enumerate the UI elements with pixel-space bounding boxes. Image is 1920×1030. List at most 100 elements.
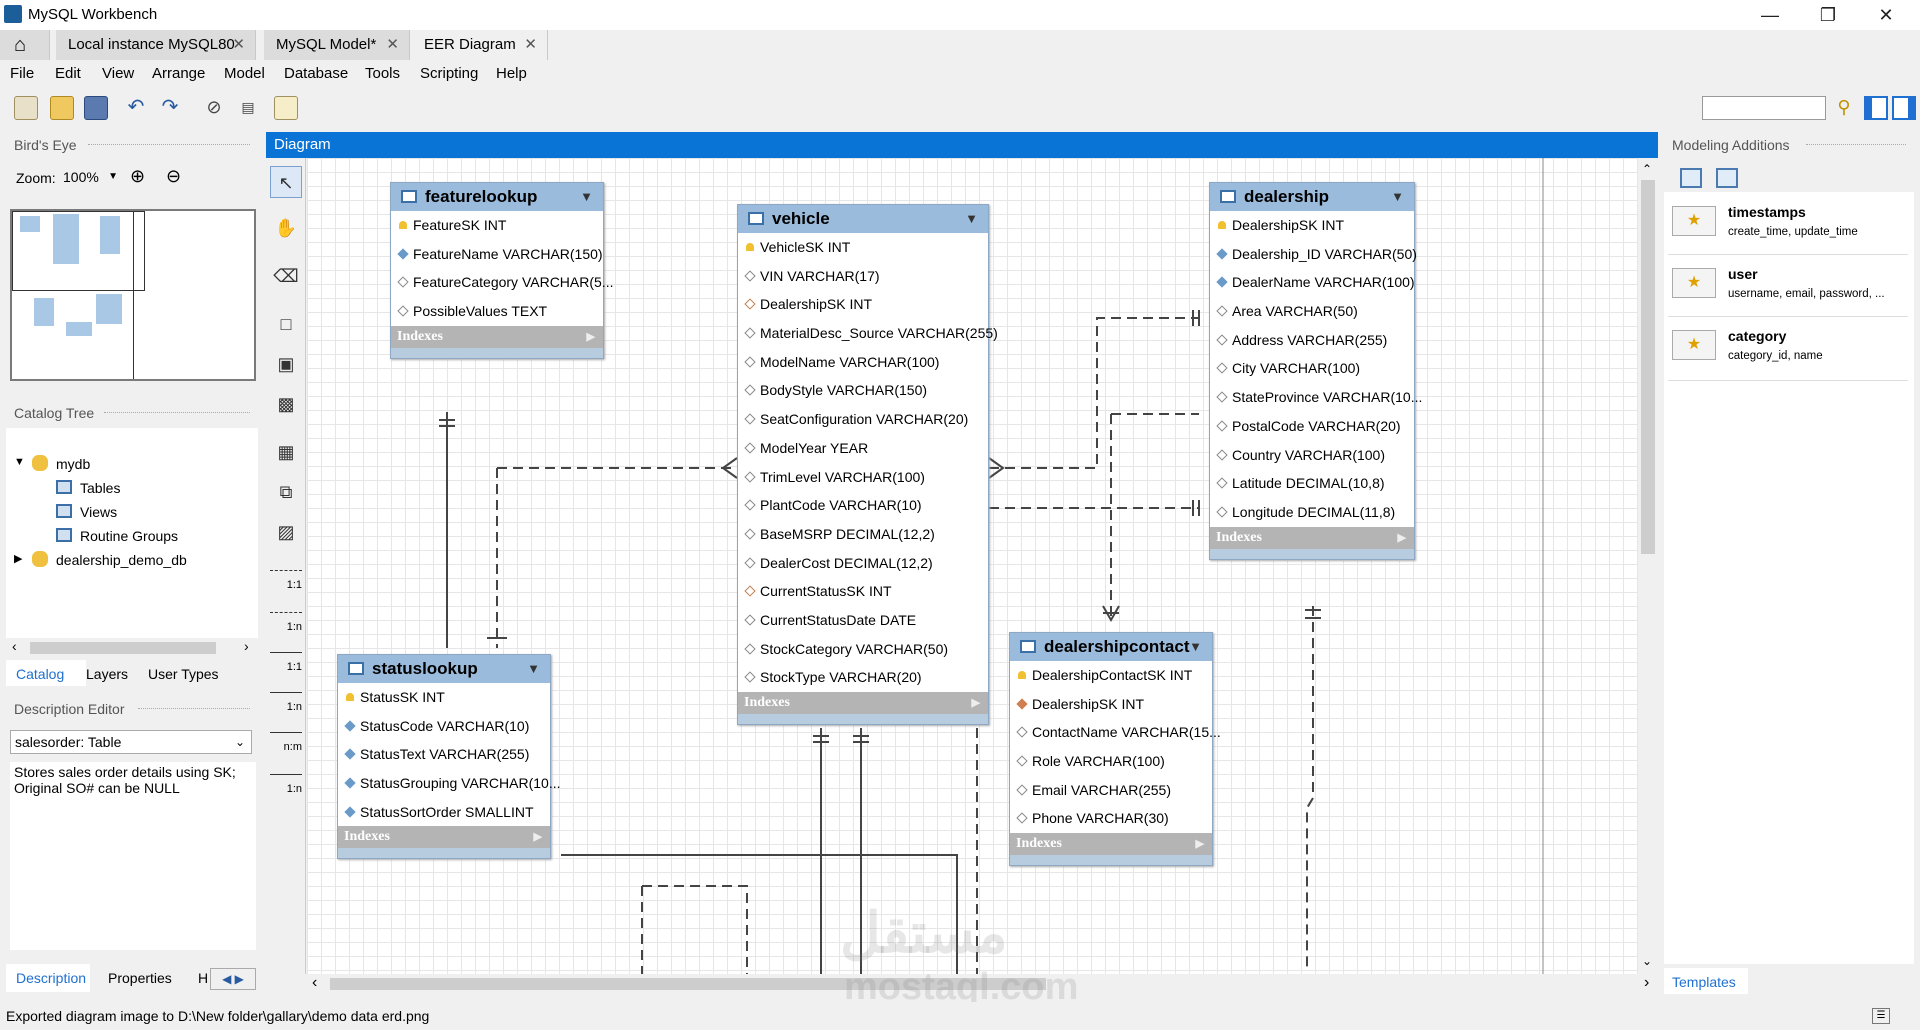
collapse-icon[interactable]: ▼ xyxy=(1391,189,1404,204)
template-user[interactable]: ★ user username, email, password, ... xyxy=(1670,260,1910,310)
column-row[interactable]: BaseMSRP DECIMAL(12,2) xyxy=(738,520,988,549)
tab-catalog[interactable] xyxy=(6,660,86,686)
import-template-icon[interactable] xyxy=(1680,168,1702,188)
search-input[interactable] xyxy=(1702,96,1826,120)
table-header[interactable]: vehicle▼ xyxy=(738,205,988,233)
column-row[interactable]: StateProvince VARCHAR(10... xyxy=(1210,383,1422,412)
menu-edit[interactable]: Edit xyxy=(55,65,81,82)
column-row[interactable]: DealershipContactSK INT xyxy=(1010,661,1212,690)
relation-n-m-tool[interactable]: n:m xyxy=(270,732,302,753)
eraser-tool-icon[interactable]: ⌫ xyxy=(273,266,299,286)
expand-icon[interactable]: ▼ xyxy=(14,456,25,468)
table-featurelookup[interactable]: featurelookup▼ FeatureSK INT FeatureName… xyxy=(390,182,613,359)
indexes-section[interactable]: Indexes▶ xyxy=(1210,526,1414,549)
column-row[interactable]: Area VARCHAR(50) xyxy=(1210,297,1414,326)
menu-database[interactable]: Database xyxy=(284,65,349,82)
column-row[interactable]: PostalCode VARCHAR(20) xyxy=(1210,412,1414,441)
zoom-out-icon[interactable]: ⊖ xyxy=(166,166,182,186)
tab-local-instance[interactable]: Local instance MySQL80✕ xyxy=(56,30,256,60)
expand-arrow-icon[interactable]: ▶ xyxy=(586,330,595,343)
tab-user-types[interactable]: User Types xyxy=(148,666,219,682)
redo-icon[interactable]: ↷ xyxy=(161,96,179,118)
column-row[interactable]: Country VARCHAR(100) xyxy=(1210,441,1414,470)
indexes-section[interactable]: Indexes▶ xyxy=(391,325,603,348)
close-tab-icon[interactable]: ✕ xyxy=(232,36,245,53)
column-row[interactable]: Dealership_ID VARCHAR(50) xyxy=(1210,240,1417,269)
save-icon[interactable] xyxy=(84,96,108,120)
column-row[interactable]: FeatureName VARCHAR(150) xyxy=(391,240,603,269)
tab-eer-diagram[interactable]: EER Diagram✕ xyxy=(412,30,548,60)
indexes-section[interactable]: Indexes▶ xyxy=(1010,833,1212,856)
table-dealership[interactable]: dealership▼ DealershipSK INT Dealership_… xyxy=(1209,182,1422,560)
column-row[interactable]: DealershipSK INT xyxy=(1210,211,1414,240)
indexes-section[interactable]: Indexes▶ xyxy=(738,692,988,714)
table-header[interactable]: dealershipcontact▼ xyxy=(1010,633,1212,661)
column-row[interactable]: DealershipSK INT xyxy=(738,290,988,319)
output-panel-icon[interactable]: ☰ xyxy=(1872,1008,1890,1024)
table-tool-icon[interactable]: ▦ xyxy=(277,442,295,462)
description-textarea[interactable]: Stores sales order details using SK; Ori… xyxy=(10,762,256,950)
column-row[interactable]: MaterialDesc_Source VARCHAR(255) xyxy=(738,319,998,348)
scroll-left-icon[interactable]: ‹ xyxy=(12,638,17,654)
column-row[interactable]: CurrentStatusDate DATE xyxy=(738,606,988,635)
table-dealershipcontact[interactable]: dealershipcontact▼ DealershipContactSK I… xyxy=(1009,632,1221,867)
column-row[interactable]: StatusText VARCHAR(255) xyxy=(338,740,550,769)
table-statuslookup[interactable]: statuslookup▼ StatusSK INT StatusCode VA… xyxy=(337,654,561,860)
scroll-up-icon[interactable]: ⌃ xyxy=(1642,162,1653,176)
expand-arrow-icon[interactable]: ▶ xyxy=(971,697,980,709)
object-select[interactable]: salesorder: Table⌄ xyxy=(10,730,252,754)
column-row[interactable]: Longitude DECIMAL(11,8) xyxy=(1210,498,1414,527)
notes-icon[interactable] xyxy=(274,96,298,120)
collapse-icon[interactable]: ▼ xyxy=(527,661,540,676)
column-row[interactable]: DealerName VARCHAR(100) xyxy=(1210,268,1415,297)
toggle-sidebar-left-icon[interactable] xyxy=(1864,96,1888,120)
tab-properties[interactable]: Properties xyxy=(108,970,172,986)
restore-icon[interactable]: ❐ xyxy=(1819,5,1837,25)
menu-scripting[interactable]: Scripting xyxy=(420,65,479,82)
tab-mysql-model[interactable]: MySQL Model*✕ xyxy=(264,30,410,60)
table-vehicle[interactable]: vehicle▼ VehicleSK INT VIN VARCHAR(17) D… xyxy=(737,204,998,725)
column-row[interactable]: DealershipSK INT xyxy=(1010,690,1212,719)
view-tool-icon[interactable]: ⧉ xyxy=(279,482,293,502)
menu-tools[interactable]: Tools xyxy=(365,65,401,82)
tree-item-routine-groups[interactable]: Routine Groups xyxy=(80,528,179,544)
scroll-right-icon[interactable]: › xyxy=(1644,974,1650,991)
column-row[interactable]: Address VARCHAR(255) xyxy=(1210,326,1414,355)
column-row[interactable]: PlantCode VARCHAR(10) xyxy=(738,491,988,520)
tab-scroll-arrows-icon[interactable]: ◀ ▶ xyxy=(210,968,256,990)
viewport-rectangle[interactable] xyxy=(12,211,145,291)
indexes-section[interactable]: Indexes▶ xyxy=(338,826,550,849)
collapse-icon[interactable]: ▼ xyxy=(965,211,978,226)
column-row[interactable]: StatusCode VARCHAR(10) xyxy=(338,712,550,741)
column-row[interactable]: ContactName VARCHAR(15... xyxy=(1010,718,1221,747)
close-tab-icon[interactable]: ✕ xyxy=(524,36,537,53)
column-row[interactable]: DealerCost DECIMAL(12,2) xyxy=(738,549,988,578)
edit-template-icon[interactable] xyxy=(1716,168,1738,188)
align-grid-icon[interactable]: ▤ xyxy=(241,99,255,115)
tab-templates[interactable] xyxy=(1664,968,1748,994)
vscroll-thumb[interactable] xyxy=(1641,180,1655,554)
column-row[interactable]: FeatureCategory VARCHAR(5... xyxy=(391,268,613,297)
menu-model[interactable]: Model xyxy=(224,65,265,82)
column-row[interactable]: FeatureSK INT xyxy=(391,211,603,240)
column-row[interactable]: StockCategory VARCHAR(50) xyxy=(738,635,988,664)
column-row[interactable]: VehicleSK INT xyxy=(738,233,988,262)
relation-1-1-nonidentifying-tool[interactable]: 1:1 xyxy=(270,570,302,591)
column-row[interactable]: TrimLevel VARCHAR(100) xyxy=(738,463,988,492)
expand-icon[interactable]: ▶ xyxy=(14,553,23,565)
column-row[interactable]: Email VARCHAR(255) xyxy=(1010,776,1212,805)
zoom-select[interactable]: 100%▼ xyxy=(60,166,122,188)
image-tool-icon[interactable]: ▩ xyxy=(277,394,295,414)
toggle-sidebar-right-icon[interactable] xyxy=(1892,96,1916,120)
column-row[interactable]: CurrentStatusSK INT xyxy=(738,577,988,606)
close-tab-icon[interactable]: ✕ xyxy=(386,36,399,53)
relation-1-n-identifying-tool[interactable]: 1:n xyxy=(270,692,302,713)
table-header[interactable]: featurelookup▼ xyxy=(391,183,603,211)
scroll-down-icon[interactable]: ⌄ xyxy=(1642,954,1653,968)
collapse-icon[interactable]: ▼ xyxy=(1189,639,1202,654)
column-row[interactable]: Phone VARCHAR(30) xyxy=(1010,804,1212,833)
column-row[interactable]: StockType VARCHAR(20) xyxy=(738,663,988,692)
menu-view[interactable]: View xyxy=(102,65,135,82)
tree-item-dealership-demo-db[interactable]: dealership_demo_db xyxy=(56,552,187,568)
undo-icon[interactable]: ↶ xyxy=(127,96,145,118)
